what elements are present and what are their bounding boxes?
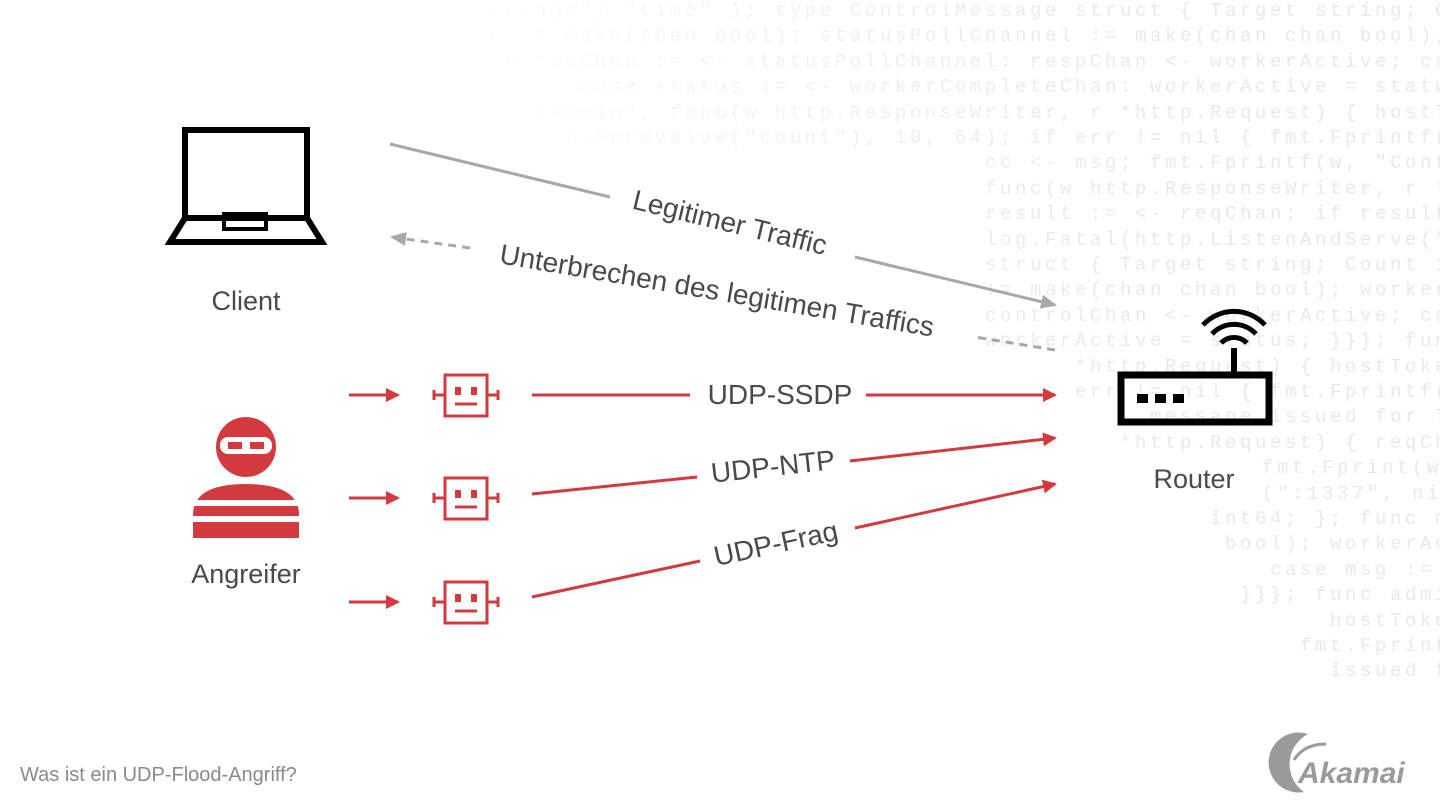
bot-icon <box>432 373 500 418</box>
akamai-logo: Akamai <box>1268 732 1405 793</box>
footer-title: Was ist ein UDP-Flood-Angriff? <box>20 764 297 786</box>
laptop-icon <box>164 127 328 245</box>
legit-traffic-arrow <box>389 142 1057 309</box>
attacker-label: Angreifer <box>191 559 301 589</box>
udp-frag-arrow <box>531 479 1057 599</box>
attacker-icon <box>193 417 299 538</box>
legit-traffic-label: Legitimer Traffic <box>630 184 830 261</box>
bot-icon <box>432 476 500 521</box>
udp-frag-label: UDP-Frag <box>711 515 841 572</box>
udp-ssdp-label: UDP-SSDP <box>708 379 853 410</box>
svg-text:Akamai: Akamai <box>1297 757 1405 790</box>
udp-ntp-label: UDP-NTP <box>709 444 836 488</box>
bot-icon <box>432 580 500 625</box>
client-label: Client <box>211 286 281 316</box>
router-icon <box>1117 308 1273 426</box>
udp-ntp-arrow <box>531 432 1057 496</box>
disrupted-traffic-label: Unterbrechen des legitimen Traffics <box>497 239 936 343</box>
router-label: Router <box>1153 464 1234 494</box>
wifi-icon <box>1201 308 1267 345</box>
